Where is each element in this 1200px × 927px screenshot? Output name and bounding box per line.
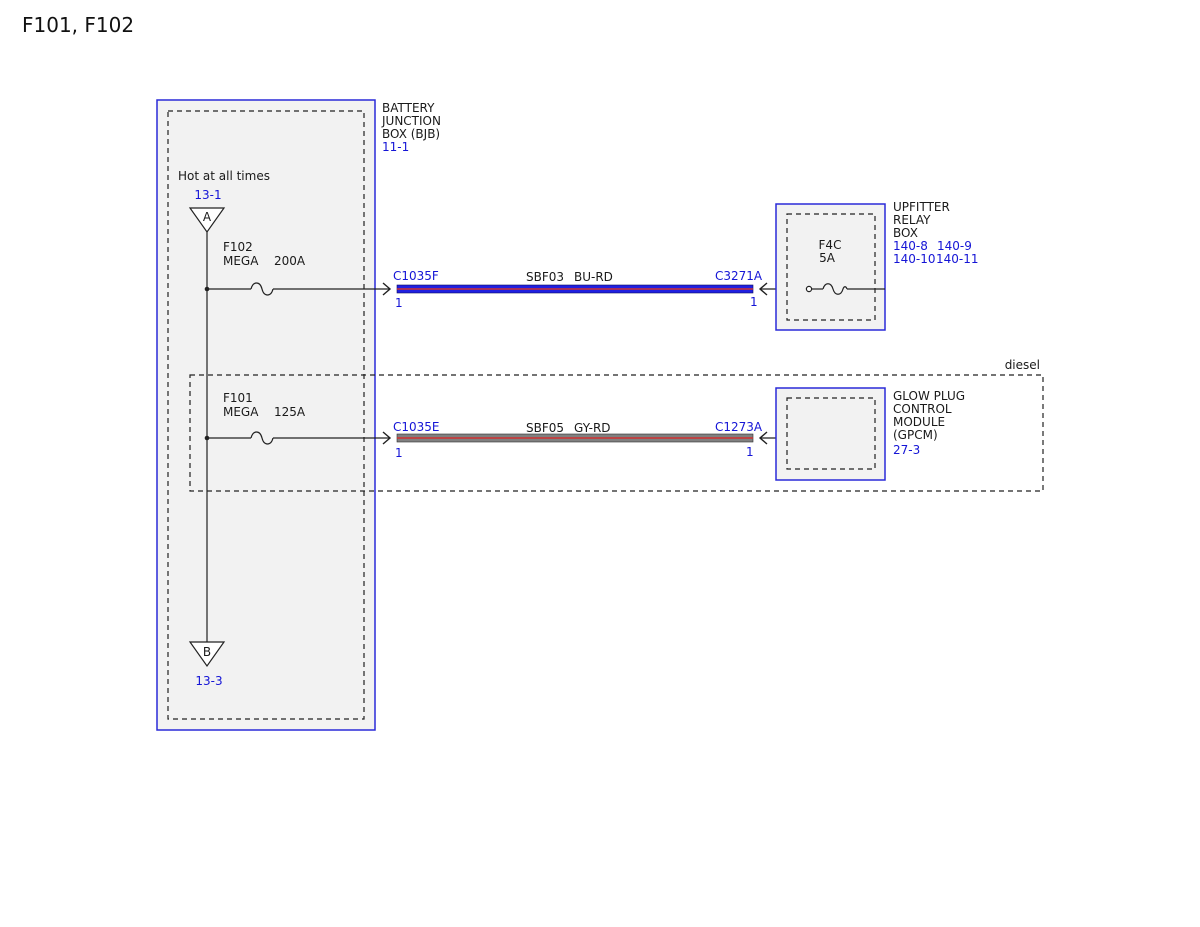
diesel-option-region <box>189 374 1044 492</box>
battery-junction-box[interactable] <box>156 99 376 731</box>
glow-plug-control-module[interactable] <box>775 387 886 481</box>
c1035f-connector-link[interactable]: C1035F <box>393 269 439 283</box>
sbf05-wire-color: GY-RD <box>574 421 611 435</box>
fuse-f102-type: MEGA <box>223 254 259 268</box>
upfitter-ref-link-140-11[interactable]: 140-11 <box>936 252 979 266</box>
gpcm-ref-link[interactable]: 27-3 <box>893 443 920 457</box>
f4c-terminal-dot <box>805 285 813 293</box>
upfitter-ref-link-140-9[interactable]: 140-9 <box>937 239 972 253</box>
fuse-f4c-id: F4C <box>819 238 842 252</box>
connector-b-ref-link[interactable]: 13-3 <box>195 674 222 688</box>
c1273a-pin: 1 <box>746 445 754 459</box>
upfitter-name-line3: BOX <box>893 226 918 240</box>
connector-b-triangle-icon[interactable] <box>188 641 226 668</box>
upfitter-relay-box[interactable] <box>775 203 886 331</box>
c1035e-connector-icon <box>382 431 392 445</box>
bjb-name-line2: JUNCTION <box>381 114 441 128</box>
sbf03-wire-color: BU-RD <box>574 270 613 284</box>
connector-a-letter: A <box>203 210 212 224</box>
c1035e-pin: 1 <box>395 446 403 460</box>
connector-a-triangle-icon[interactable] <box>188 207 226 234</box>
gpcm-name-line3: MODULE <box>893 415 945 429</box>
fuse-f102-id: F102 <box>223 240 253 254</box>
c3271a-connector-link[interactable]: C3271A <box>715 269 763 283</box>
c1035e-connector-link[interactable]: C1035E <box>393 420 440 434</box>
fuse-f101-id: F101 <box>223 391 253 405</box>
upfitter-inner-dashed-border <box>786 213 876 321</box>
gpcm-name-line1: GLOW PLUG <box>893 389 965 403</box>
fuse-f101-type: MEGA <box>223 405 259 419</box>
upfitter-name-line1: UPFITTER <box>893 200 950 214</box>
fuse-f102-symbol-icon[interactable] <box>250 282 274 296</box>
c3271a-pin: 1 <box>750 295 758 309</box>
fuse-f101-symbol-icon[interactable] <box>250 431 274 445</box>
fuse-f102-rating: 200A <box>274 254 306 268</box>
sbf05-wire-label: SBF05 <box>526 421 564 435</box>
fuse-f4c-rating: 5A <box>819 251 836 265</box>
connector-b-letter: B <box>203 645 211 659</box>
diesel-label: diesel <box>1005 358 1040 372</box>
bjb-name-line1: BATTERY <box>382 101 435 115</box>
connector-a-ref-link[interactable]: 13-1 <box>194 188 221 202</box>
fuse-f101-rating: 125A <box>274 405 306 419</box>
fuse-f4c-symbol-icon[interactable] <box>822 283 848 295</box>
c1035f-pin: 1 <box>395 296 403 310</box>
sbf03-wire-label: SBF03 <box>526 270 564 284</box>
gpcm-name-line4: (GPCM) <box>893 428 938 442</box>
gpcm-name-line2: CONTROL <box>893 402 952 416</box>
bjb-inner-dashed-border <box>167 110 365 720</box>
gpcm-inner-dashed-border <box>786 397 876 470</box>
upfitter-ref-link-140-10[interactable]: 140-10 <box>893 252 936 266</box>
upfitter-name-line2: RELAY <box>893 213 931 227</box>
c1273a-connector-link[interactable]: C1273A <box>715 420 763 434</box>
bjb-name-line3: BOX (BJB) <box>382 127 440 141</box>
c1035f-connector-icon <box>382 282 392 296</box>
upfitter-ref-link-140-8[interactable]: 140-8 <box>893 239 928 253</box>
hot-at-all-times-label: Hot at all times <box>178 169 270 183</box>
bjb-ref-link[interactable]: 11-1 <box>382 140 409 154</box>
page-title: F101, F102 <box>22 13 134 37</box>
